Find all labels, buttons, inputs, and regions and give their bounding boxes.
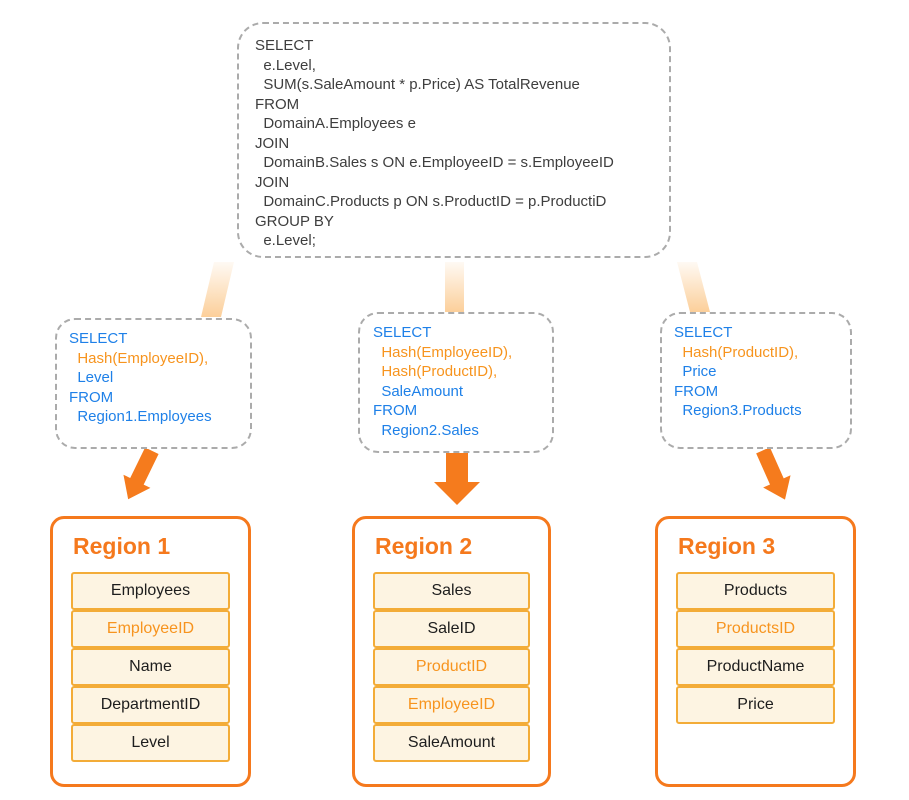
table-row: DepartmentID <box>71 686 230 724</box>
region-title: Region 1 <box>73 533 171 559</box>
arrow-to-region3 <box>756 447 791 500</box>
arrow-to-region1 <box>123 447 159 500</box>
table-row: Price <box>676 686 835 724</box>
sql-code-line: SELECT <box>255 37 314 54</box>
sql-code-line: Hash(ProductID), <box>674 343 799 361</box>
main-query-code: SELECT e.Level, SUM(s.SaleAmount * p.Pri… <box>255 36 661 251</box>
sql-code-line: Region1.Employees <box>69 408 212 425</box>
table-row: EmployeeID <box>373 686 530 724</box>
sql-code-line: Price <box>674 363 717 380</box>
sql-code-line: FROM <box>674 382 719 400</box>
sql-code-line: SELECT <box>373 324 432 341</box>
sql-code-line: Level <box>69 369 114 386</box>
table-row: ProductName <box>676 648 835 686</box>
sql-code-line: SELECT <box>69 330 128 347</box>
sql-code-line: DomainA.Employees e <box>255 115 416 132</box>
sql-code-line: Hash(EmployeeID), <box>69 349 209 367</box>
sql-code-line: GROUP BY <box>255 212 334 230</box>
sql-code-line: e.Level, <box>255 56 316 74</box>
table-row: Products <box>676 572 835 610</box>
table-row: Name <box>71 648 230 686</box>
main-query-box: SELECT e.Level, SUM(s.SaleAmount * p.Pri… <box>237 22 671 258</box>
table-row: Sales <box>373 572 530 610</box>
distribution-band-region2 <box>445 262 464 312</box>
region2-query-box: SELECT Hash(EmployeeID), Hash(ProductID)… <box>358 312 554 453</box>
sql-code-line: Hash(EmployeeID), <box>373 343 513 361</box>
sql-code-line: FROM <box>69 388 114 406</box>
shard-query-code: SELECT Hash(EmployeeID), Hash(ProductID)… <box>373 323 548 440</box>
sql-code-line: FROM <box>373 402 418 419</box>
table-row: Level <box>71 724 230 762</box>
region-title: Region 3 <box>678 533 776 559</box>
table-row: ProductID <box>373 648 530 686</box>
table-row: Employees <box>71 572 230 610</box>
sql-code-line: SaleAmount <box>373 382 464 400</box>
table-row: EmployeeID <box>71 610 230 648</box>
sql-code-line: Region2.Sales <box>373 421 479 439</box>
sql-code-line: Hash(ProductID), <box>373 363 498 380</box>
sql-code-line: FROM <box>255 95 300 113</box>
sql-code-line: JOIN <box>255 134 290 152</box>
sql-code-line: SELECT <box>674 324 733 341</box>
sql-code-line: SUM(s.SaleAmount * p.Price) AS TotalReve… <box>255 76 580 93</box>
sql-code-line: Region3.Products <box>674 402 802 419</box>
sql-code-line: JOIN <box>255 173 290 191</box>
region-title: Region 2 <box>375 533 473 559</box>
table-row: ProductsID <box>676 610 835 648</box>
distribution-band-region1 <box>201 262 234 317</box>
sql-code-line: DomainB.Sales s ON e.EmployeeID = s.Empl… <box>255 154 614 171</box>
distribution-band-region3 <box>677 262 710 312</box>
table-row: SaleID <box>373 610 530 648</box>
table-row: SaleAmount <box>373 724 530 762</box>
sql-code-line: DomainC.Products p ON s.ProductID = p.Pr… <box>255 193 607 210</box>
arrow-to-region2 <box>434 447 480 505</box>
sql-code-line: e.Level; <box>255 232 316 249</box>
